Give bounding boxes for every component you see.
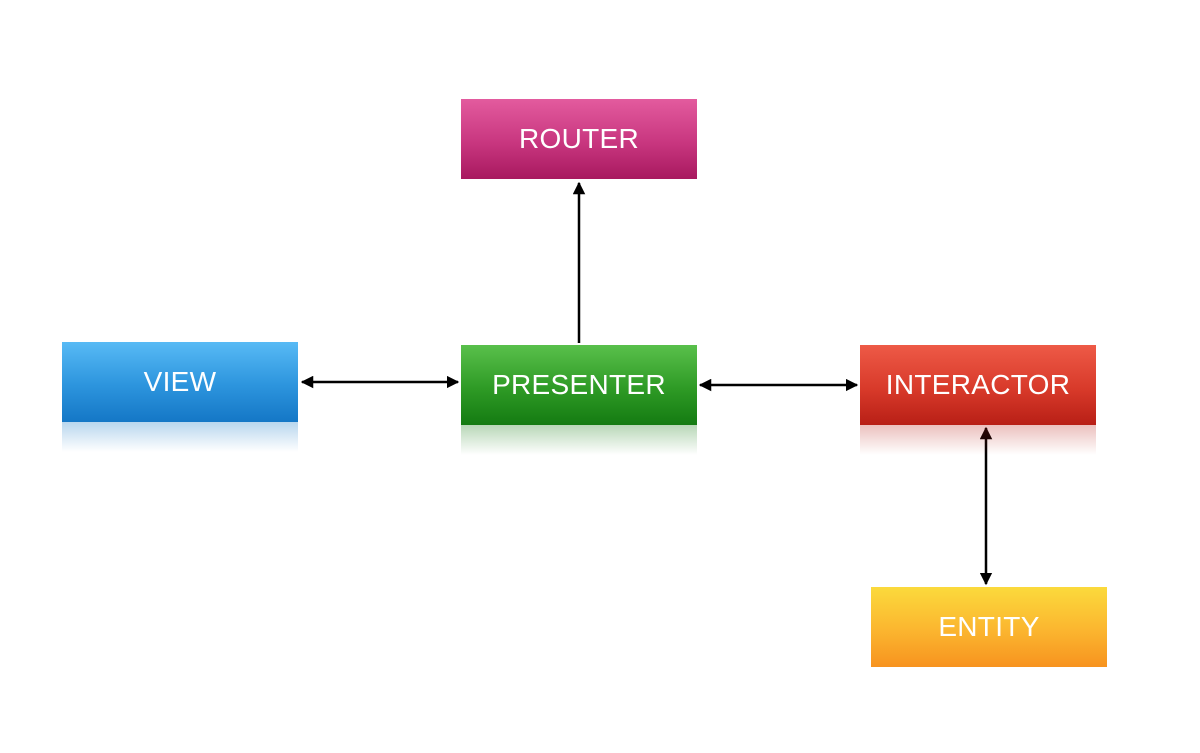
interactor-label: INTERACTOR — [885, 369, 1071, 400]
interactor-node: INTERACTOR — [860, 345, 1096, 425]
router-label: ROUTER — [518, 123, 640, 154]
presenter-node: PRESENTER — [461, 345, 697, 425]
view-node: VIEW — [62, 342, 298, 422]
view-label: VIEW — [143, 366, 217, 397]
presenter-label: PRESENTER — [492, 369, 666, 400]
entity-label: ENTITY — [938, 611, 1040, 642]
router-node: ROUTER — [461, 99, 697, 179]
entity-node: ENTITY — [871, 587, 1107, 667]
